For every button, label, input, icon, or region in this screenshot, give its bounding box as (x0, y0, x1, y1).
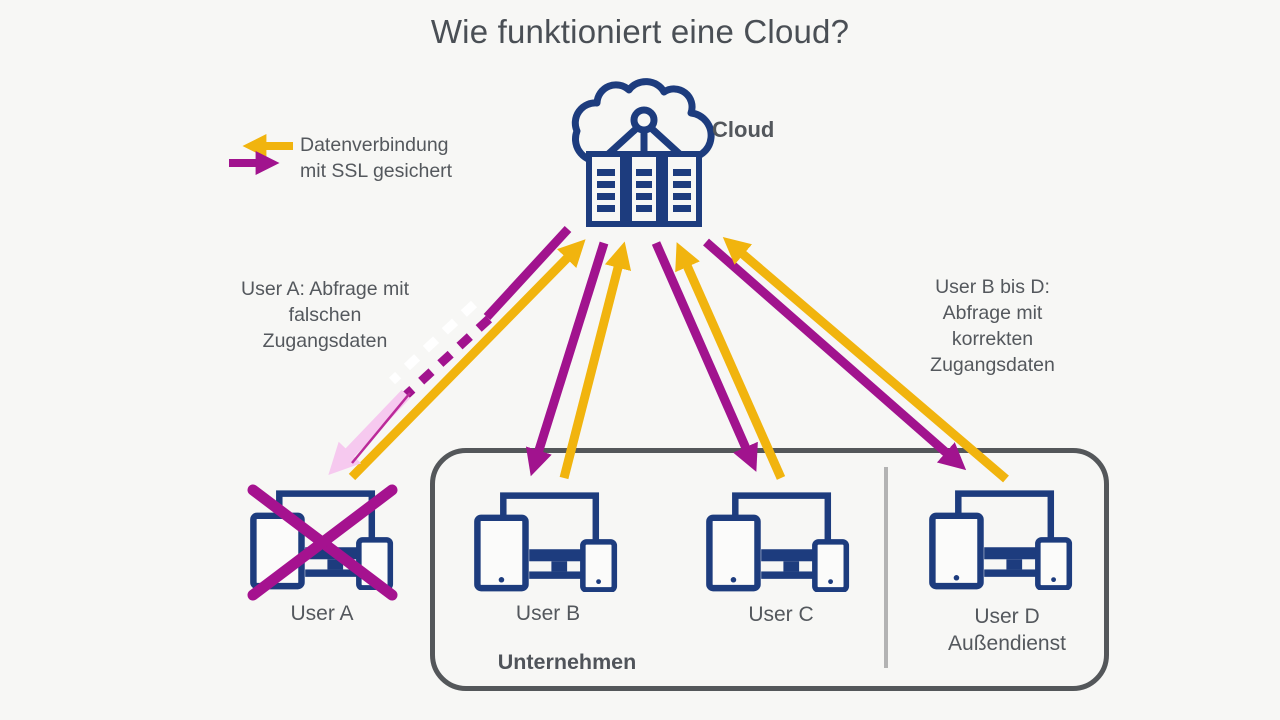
user-c-response-arrow (651, 241, 758, 472)
cloud-server-icon (571, 78, 715, 227)
user-b-label: User B (515, 602, 581, 625)
user-d-label-line1: User D (974, 605, 1040, 628)
users-bd-note: User B bis D: Abfrage mit korrekten Zuga… (880, 274, 1105, 378)
user-a-note: User A: Abfrage mit falschen Zugangsdate… (205, 276, 445, 354)
user-a-response-blocked-arrow (328, 389, 411, 476)
user-d-label-line2: Außendienst (948, 632, 1066, 655)
user-d-label: User D Außendienst (927, 603, 1087, 657)
legend-caption-line2: mit SSL gesichert (300, 160, 453, 182)
enterprise-label: Unternehmen (497, 650, 637, 674)
user-a-response-solid (483, 225, 572, 321)
legend-caption-line1: Datenverbindung (300, 134, 449, 156)
enterprise-divider (884, 467, 888, 668)
user-c-label: User C (748, 603, 814, 626)
user-a-label: User A (290, 602, 354, 625)
legend-caption: Datenverbindung mit SSL gesichert (300, 132, 452, 184)
cloud-label: Cloud (712, 117, 775, 142)
user-a-note-line3: Zugangsdaten (262, 330, 388, 352)
users-bd-note-line4: Zugangsdaten (930, 354, 1055, 376)
user-b-request-arrow (559, 241, 632, 480)
users-bd-note-line3: korrekten (951, 328, 1034, 350)
users-bd-note-line1: User B bis D: (935, 276, 1050, 298)
page-title: Wie funktioniert eine Cloud? (430, 13, 850, 50)
users-bd-note-line2: Abfrage mit (942, 302, 1043, 324)
user-a-response-blocked-edge (351, 392, 411, 464)
user-c-request-arrow (675, 242, 786, 480)
blocked-cross-icon (247, 484, 398, 601)
user-a-note-line2: falschen (288, 304, 362, 326)
user-a-note-line1: User A: Abfrage mit (241, 278, 409, 300)
user-a-devices-icon (253, 494, 390, 588)
legend-arrows-icon (229, 134, 293, 175)
server-towers-icon (586, 151, 702, 227)
user-b-response-arrow (525, 241, 609, 477)
